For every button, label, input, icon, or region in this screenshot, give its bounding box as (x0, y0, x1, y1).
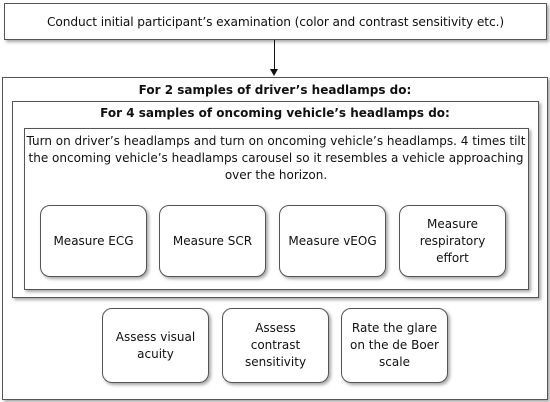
step-label-line: respiratory (419, 233, 486, 248)
step-label-line: Measure vEOG (288, 233, 377, 248)
step-label-line: contrast (250, 338, 301, 352)
flow-arrow-head (270, 69, 278, 76)
measure-respiratory-effort-step: Measure respiratory effort (399, 205, 506, 277)
step-label-line: Measure ECG (53, 233, 134, 248)
measure-veog-step: Measure vEOG (279, 205, 386, 277)
procedure-line: the oncoming vehicle’s headlamps carouse… (28, 151, 524, 165)
assess-contrast-sensitivity-step: Assess contrast sensitivity (222, 308, 329, 383)
step-label-line: Measure (427, 216, 478, 231)
measure-scr-step: Measure SCR (159, 205, 266, 277)
step-label-line: effort (436, 250, 469, 265)
step-label-line: sensitivity (244, 355, 307, 369)
step-label-line: Assess (255, 321, 296, 335)
procedure-description: Turn on driver’s headlamps and turn on o… (26, 133, 526, 184)
step-label-line: acuity (137, 346, 174, 361)
rate-glare-step: Rate the glare on the de Boer scale (341, 308, 448, 383)
procedure-line: over the horizon. (224, 168, 328, 182)
procedure-line: Turn on driver’s headlamps and turn on o… (26, 134, 526, 148)
step-label-line: on the de Boer (350, 338, 439, 352)
initial-examination-label: Conduct initial participant’s examinatio… (46, 14, 505, 29)
step-label-line: Measure SCR (172, 233, 253, 248)
assess-visual-acuity-step: Assess visual acuity (102, 308, 209, 383)
inner-loop-title: For 4 samples of oncoming vehicle’s head… (100, 106, 450, 120)
measure-ecg-step: Measure ECG (40, 205, 147, 277)
step-label-line: Rate the glare (351, 321, 438, 335)
step-label-line: Assess visual (115, 329, 196, 344)
step-label-line: scale (379, 355, 410, 369)
initial-examination-step: Conduct initial participant’s examinatio… (4, 3, 547, 40)
flow-arrow-line (274, 40, 275, 72)
outer-loop-title: For 2 samples of driver’s headlamps do: (138, 83, 412, 97)
